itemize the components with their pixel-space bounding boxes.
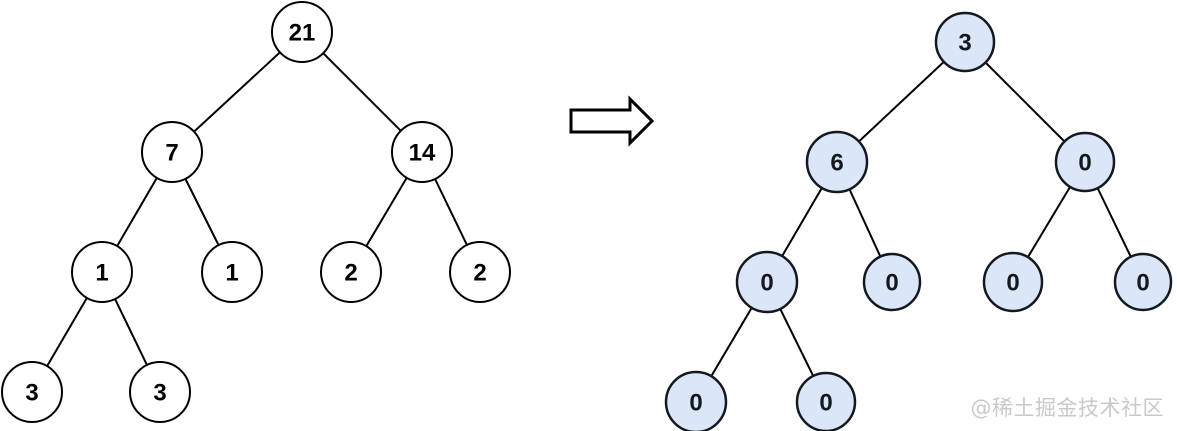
transform-arrow-icon	[569, 95, 655, 147]
right-tree: 3 6 0 0 0 0 0 0 0	[664, 11, 1173, 431]
tree-node-label: 3	[153, 379, 166, 406]
tree-node-label: 3	[958, 29, 971, 56]
tree-node	[391, 121, 453, 183]
tree-node-label: 7	[165, 139, 178, 166]
tree-node-label: 21	[289, 19, 316, 46]
tree-node	[1113, 252, 1173, 312]
tree-node-label: 0	[885, 269, 898, 296]
tree-node	[320, 241, 382, 303]
left-tree: 21 7 14 1 1 2 2 3 3	[1, 1, 511, 423]
tree-node	[1, 361, 63, 423]
tree-node	[795, 371, 857, 431]
tree-node	[982, 251, 1044, 313]
watermark: @稀土掘金技术社区	[970, 396, 1164, 420]
tree-node-label: 0	[1078, 149, 1091, 176]
tree-node	[141, 121, 203, 183]
tree-node	[71, 241, 133, 303]
tree-node-label: 0	[1136, 269, 1149, 296]
tree-node-label: 6	[830, 149, 843, 176]
tree-node-label: 0	[760, 269, 773, 296]
tree-node	[862, 252, 922, 312]
tree-node-label: 0	[1006, 269, 1019, 296]
tree-node	[129, 361, 191, 423]
tree-node	[201, 241, 263, 303]
tree-node	[934, 11, 996, 73]
tree-node-label: 1	[225, 259, 238, 286]
tree-node-label: 14	[409, 139, 436, 166]
tree-node	[271, 1, 333, 63]
tree-node-label: 2	[344, 259, 357, 286]
tree-node	[735, 250, 799, 314]
tree-node	[664, 370, 728, 431]
tree-node-label: 1	[95, 259, 108, 286]
tree-node-label: 3	[25, 379, 38, 406]
tree-node	[1054, 131, 1116, 193]
tree-node-label: 0	[819, 389, 832, 416]
tree-node	[805, 130, 869, 194]
tree-node-label: 2	[473, 259, 486, 286]
tree-node-label: 0	[689, 389, 702, 416]
tree-node	[449, 241, 511, 303]
